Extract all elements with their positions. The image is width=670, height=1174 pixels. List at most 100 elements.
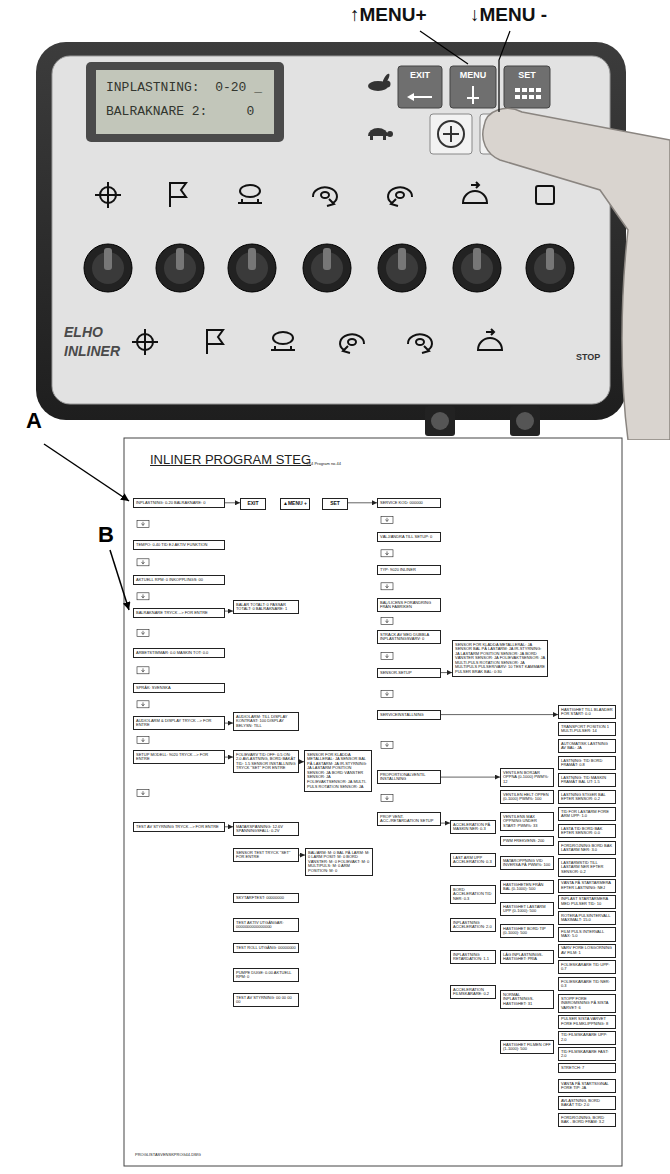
step-text: FOLIEVARV TID OFF: 0.5 ON: 2.0 AVLASTNIN… xyxy=(236,753,296,771)
program-step-box: HASTIGHET BORD TIP (0-1000): 500 xyxy=(500,924,554,938)
function-icons xyxy=(170,183,186,207)
step-text: SERVICEINSTÄLLNING xyxy=(380,713,438,718)
joystick-knobs xyxy=(323,248,331,270)
keypad-buttons xyxy=(515,88,541,99)
step-text: VENTILEN BÖRJAR ÖPPNA (0-1000) PWM%: 12 xyxy=(503,771,551,785)
menu-key-box: SET xyxy=(322,498,348,510)
connector-arrow xyxy=(225,723,233,724)
keypad-buttons xyxy=(443,126,459,142)
hand xyxy=(483,108,670,440)
program-step-box: LASTNING STIGER BAL EFTER SENSOR: 0.2 xyxy=(558,790,616,804)
lcd-display xyxy=(96,70,274,134)
step-text: SENSOR FÖR KLÄDDA METALLERAL: JA SENSOR … xyxy=(307,753,369,790)
leader-line xyxy=(499,31,510,112)
program-step-box: AUDIOLARM & DISPLAY TRYCK --> FÖR ENTRE xyxy=(133,716,225,730)
program-step-box: INPLASTNING RETARDATION: 1.1 xyxy=(450,950,496,964)
program-step-box: SERVICE KOD: 000000 xyxy=(377,498,441,508)
step-text: PUMPE DUGE: 0.00 AKTUELL RPM: 0 xyxy=(236,971,296,980)
menu-key-icon xyxy=(137,667,149,674)
joystick-knobs xyxy=(398,248,406,270)
step-text: FOLIESKÄRARE TID UPP: 0.7 xyxy=(561,963,613,972)
step-text: PROP VENT. ACC-/RETARDATION SETUP xyxy=(380,815,438,824)
joystick-knobs xyxy=(546,248,554,270)
program-step-box: VÄNTA PÅ STARTARMERA EFTER LASTNING: NEJ xyxy=(558,879,616,893)
program-step-box: MATARSPÄNNING: 12.6V SPÄNNINGSFALL: 0.2V xyxy=(233,822,299,836)
step-text: TEMPO: 0.40 TID EJ AKTIV FUNKTION xyxy=(136,543,222,548)
function-icons xyxy=(95,182,554,355)
program-step-box: TEST AV STYRNING TRYCK --> FÖR ENTRE xyxy=(133,822,225,832)
step-text: STRETCH: 7 xyxy=(561,1066,613,1071)
step-text: AUDIOLARM & DISPLAY TRYCK --> FÖR ENTRE xyxy=(136,719,222,728)
program-step-box: VENTILEN BÖRJAR ÖPPNA (0-1000) PWM%: 12 xyxy=(500,768,554,787)
menu-key-icon xyxy=(137,790,149,797)
key-label: MENU xyxy=(450,70,496,80)
rabbit-icon xyxy=(384,81,391,88)
program-step-box: LASTNING: TID BORD FRAMÅT: 0.8 xyxy=(558,756,616,770)
function-icons xyxy=(271,332,295,350)
step-text: HASTIGHET FILMEN OFF (1-1000): 500 xyxy=(503,1043,551,1052)
program-step-box: TID FÖR LASTARM FÖRE ARM UPP: 1.0 xyxy=(558,807,616,821)
leader-line xyxy=(420,31,468,64)
joystick-knobs xyxy=(84,244,132,292)
program-step-box: TYP: 9020 INLINER xyxy=(377,565,441,575)
step-text: VÄNTA PÅ STARTARMERA EFTER LASTNING: NEJ xyxy=(561,881,613,890)
joystick-knobs xyxy=(176,248,184,270)
function-icons xyxy=(536,186,554,204)
joystick-knobs xyxy=(378,244,426,292)
lcd-text: BALRAKNARE 2: 0 xyxy=(106,104,254,119)
program-step-box: INPLAST STARTARMERA MED PULSER TID: 10 xyxy=(558,895,616,909)
step-text: SET xyxy=(324,501,346,507)
program-step-box: FÖRDRÖJNING BORD BAK LASTARM NER: 3.0 xyxy=(558,841,616,855)
brand-text: INLINER xyxy=(64,343,120,359)
function-icons xyxy=(238,185,262,203)
step-text: ▲MENU + xyxy=(282,501,308,507)
step-text: LASTNING STIGER BAL EFTER SENSOR: 0.2 xyxy=(561,793,613,802)
keypad-buttons xyxy=(450,66,496,108)
rabbit-icon xyxy=(368,73,391,91)
menu-key-icon xyxy=(381,516,393,523)
program-step-box: FILM PULS INTERVALL MAX: 5.0 xyxy=(558,927,616,941)
menu-label: ↑MENU+ xyxy=(350,4,427,26)
connector-arrow xyxy=(225,826,233,827)
connector-arrow xyxy=(441,777,500,778)
program-step-box: AUDIOLARM: TILL DISPLAY KONTRAST: 100 DI… xyxy=(233,712,299,731)
step-text: BAL/LICENS FÖRÄNDRING FRÅN FABRIKEN xyxy=(380,601,438,610)
menu-key-icon xyxy=(386,551,389,555)
key-label: SET xyxy=(504,70,550,80)
step-text: STRÄCK AV MED DUBBLA INPLASTNINGSVARV: 0 xyxy=(380,633,438,642)
lcd-text: INPLASTNING: 0-20 _ xyxy=(106,80,262,95)
step-text: PULSER SISTA VARVET FÖRE FILMKLIPPNING: … xyxy=(561,1017,613,1026)
lcd-display xyxy=(86,62,284,142)
step-text: FÖRDRÖJNING, BORD BAK - BORD FRAM: 3.2 xyxy=(561,1116,613,1125)
program-step-box: BALAR TOTALT: 0 PASSAR TOTALT: 0 BALRAKN… xyxy=(233,600,299,614)
function-icons xyxy=(95,182,121,208)
menu-key-icon xyxy=(386,692,389,696)
step-text: AVLASTNING, BORD BAKÅT TID: 2.0 xyxy=(561,1099,613,1108)
callout-letter: A xyxy=(26,408,42,434)
joystick-knobs xyxy=(84,244,132,292)
keypad-buttons xyxy=(536,95,541,99)
program-step-box: FÖRDRÖJNING, BORD BAK - BORD FRAM: 3.2 xyxy=(558,1113,616,1127)
leader-line xyxy=(44,444,129,501)
program-step-box: VENTILENS MAX ÖPPNING UNDER START: PWM%:… xyxy=(500,812,554,831)
menu-label: ↓MENU - xyxy=(470,4,547,26)
program-step-box: LASTNING: TID MASKIN FRAMÅT BAL UT: 1.5 xyxy=(558,773,616,787)
step-text: ROTERA PULSINTERVALL MAXIMALT: 15.0 xyxy=(561,914,613,923)
step-text: VARV FÖRE LÖSGÖRNING AV FILM: 1 xyxy=(561,946,613,955)
function-icons xyxy=(478,329,502,350)
program-step-box: HASTIGHET FILMEN OFF (1-1000): 500 xyxy=(500,1040,554,1054)
keypad-buttons xyxy=(515,88,520,92)
joystick-knobs xyxy=(156,244,204,292)
program-step-box: VÄNTA PÅ STARTSIGNAL FÖRE TIP: JA xyxy=(558,1079,616,1093)
program-step-box: AVLASTNING, BORD BAKÅT TID: 2.0 xyxy=(558,1096,616,1110)
keypad-buttons xyxy=(398,66,442,108)
file-name: PROGLISTASVENSKPROG44.DWG xyxy=(135,1152,201,1157)
step-text: INPLASTNING ACCELERATION: 2.0 xyxy=(453,921,493,930)
program-step-box: SERVICEINSTÄLLNING xyxy=(377,710,441,720)
menu-key-icon xyxy=(137,737,149,744)
menu-key-icon xyxy=(386,654,389,658)
function-icons xyxy=(408,334,432,353)
menu-key-icon xyxy=(137,520,149,527)
program-step-box: SENSOR-SETUP xyxy=(377,668,441,678)
